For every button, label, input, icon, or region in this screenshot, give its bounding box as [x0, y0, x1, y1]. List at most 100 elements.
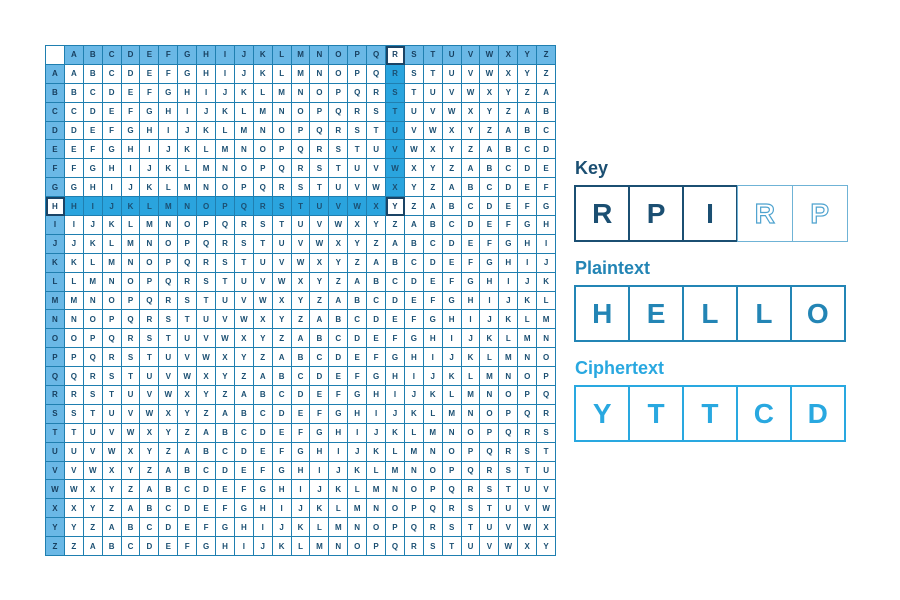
tableau-cell: I [386, 386, 405, 405]
tableau-cell: Y [178, 404, 198, 424]
row-header: T [46, 423, 65, 443]
tableau-cell: H [518, 234, 538, 254]
tableau-cell: A [348, 272, 368, 292]
key-letter: I [681, 185, 739, 242]
tableau-cell: U [140, 367, 160, 387]
tableau-cell: S [480, 480, 500, 500]
tableau-cell: X [291, 272, 311, 292]
tableau-cell: D [480, 197, 500, 217]
tableau-cell: Q [234, 197, 254, 217]
tableau-cell: T [121, 367, 141, 387]
tableau-cell: Z [518, 83, 538, 103]
tableau-cell: W [121, 423, 141, 443]
tableau-cell: W [272, 272, 292, 292]
tableau-cell: F [329, 386, 349, 405]
tableau-cell: D [537, 140, 557, 160]
tableau-cell: K [518, 291, 538, 311]
tableau-cell: V [480, 537, 500, 557]
tableau-cell: T [197, 291, 217, 311]
tableau-cell: E [461, 234, 481, 254]
row-header: L [46, 272, 65, 292]
tableau-cell: H [253, 499, 273, 519]
tableau-cell: X [348, 216, 368, 235]
tableau-cell: S [83, 386, 103, 405]
tableau-cell: D [367, 310, 387, 330]
tableau-cell: Z [480, 121, 500, 141]
tableau-cell: A [121, 499, 141, 519]
tableau-cell: W [404, 140, 424, 160]
tableau-cell: N [197, 178, 217, 198]
tableau-cell: J [442, 348, 462, 368]
column-header: J [234, 46, 254, 65]
tableau-cell: B [404, 234, 424, 254]
tableau-cell: U [518, 480, 538, 500]
tableau-cell: C [272, 386, 292, 405]
tableau-cell: O [480, 404, 500, 424]
tableau-cell: M [216, 140, 235, 160]
tableau-cell: I [216, 64, 235, 84]
tableau-cell: G [461, 272, 481, 292]
tableau-cell: F [291, 423, 311, 443]
tableau-cell: D [159, 518, 179, 538]
tableau-cell: L [216, 121, 235, 141]
tableau-cell: V [367, 159, 387, 179]
tableau-cell: T [102, 386, 122, 405]
tableau-cell: F [404, 310, 424, 330]
tableau-cell: N [537, 329, 557, 349]
tableau-cell: F [140, 83, 160, 103]
tableau-cell: O [329, 64, 349, 84]
tableau-cell: X [518, 537, 538, 557]
tableau-cell: Z [386, 216, 405, 235]
tableau-cell: C [159, 499, 179, 519]
tableau-cell: C [367, 291, 387, 311]
tableau-cell: B [442, 197, 462, 217]
tableau-cell: W [178, 367, 198, 387]
tableau-cell: O [461, 423, 481, 443]
tableau-cell: Z [159, 442, 179, 462]
tableau-cell: U [291, 216, 311, 235]
tableau-cell: J [83, 216, 103, 235]
tableau-cell: O [310, 83, 330, 103]
tableau-cell: E [178, 518, 198, 538]
tableau-cell: U [216, 291, 235, 311]
tableau-cell: G [442, 291, 462, 311]
tableau-cell: T [216, 272, 235, 292]
tableau-cell: B [310, 329, 330, 349]
tableau-cell: N [140, 234, 160, 254]
tableau-cell: Y [121, 461, 141, 481]
tableau-cell: E [121, 83, 141, 103]
tableau-cell: D [499, 178, 519, 198]
tableau-cell: H [310, 442, 330, 462]
tableau-cell: O [272, 121, 292, 141]
tableau-cell: R [461, 480, 481, 500]
column-header: P [348, 46, 368, 65]
tableau-cell: K [329, 480, 349, 500]
tableau-cell: J [102, 197, 122, 217]
column-header: W [480, 46, 500, 65]
tableau-cell: Q [404, 518, 424, 538]
tableau-cell: Y [442, 140, 462, 160]
tableau-cell: H [64, 197, 84, 217]
tableau-cell: N [159, 216, 179, 235]
tableau-cell: D [518, 159, 538, 179]
tableau-cell: L [83, 253, 103, 273]
tableau-cell: X [159, 404, 179, 424]
tableau-cell: F [442, 272, 462, 292]
tableau-cell: K [404, 404, 424, 424]
tableau-cell: Z [178, 423, 198, 443]
tableau-cell: F [159, 64, 179, 84]
tableau-cell: T [348, 140, 368, 160]
tableau-cell: H [480, 272, 500, 292]
tableau-cell: R [197, 253, 217, 273]
tableau-cell: P [272, 140, 292, 160]
tableau-cell: O [348, 537, 368, 557]
tableau-cell: I [442, 329, 462, 349]
tableau-cell: S [367, 102, 387, 122]
tableau-cell: I [159, 121, 179, 141]
tableau-cell: F [216, 499, 235, 519]
tableau-cell: N [442, 423, 462, 443]
tableau-cell: M [291, 64, 311, 84]
tableau-cell: S [197, 272, 217, 292]
tableau-cell: X [367, 197, 387, 217]
row-header: K [46, 253, 65, 273]
